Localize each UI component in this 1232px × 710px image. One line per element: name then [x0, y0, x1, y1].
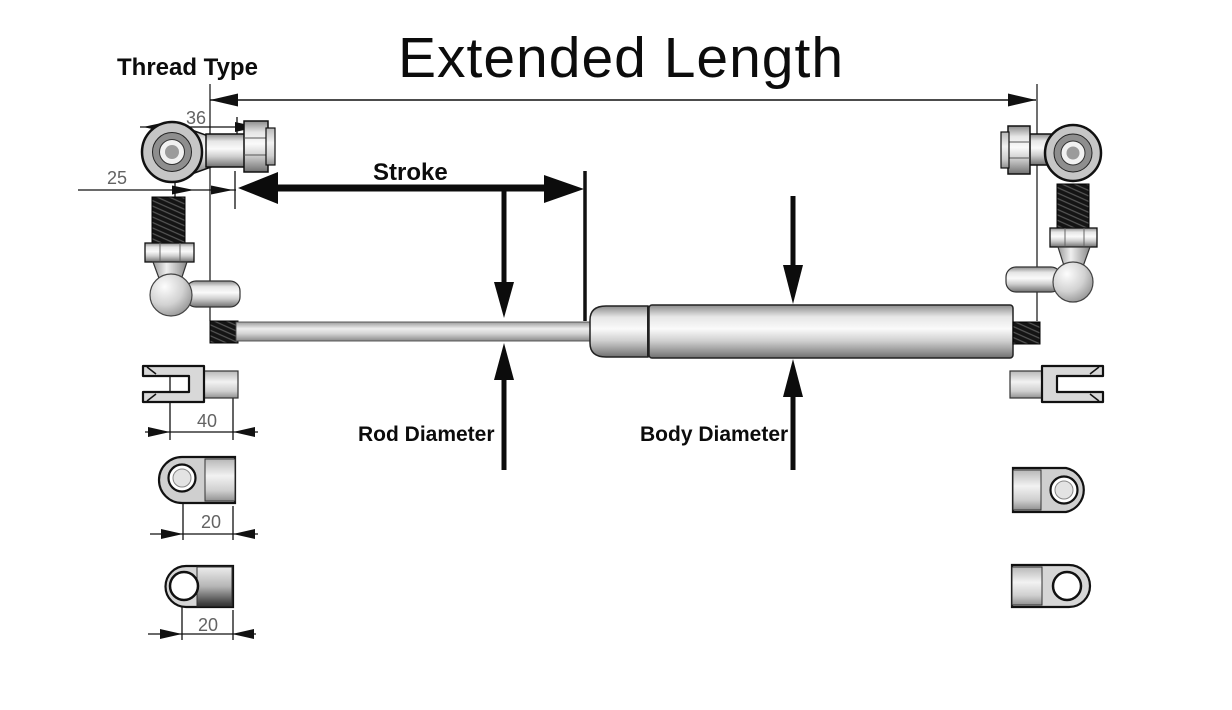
flat-eyelet-left — [157, 455, 237, 505]
dim-36-label: 36 — [186, 108, 207, 128]
stroke-arrow — [238, 172, 584, 204]
rod-diameter-label: Rod Diameter — [358, 423, 495, 446]
rod-end-ball-joint-right — [1000, 123, 1103, 183]
ball-stud-socket-right — [1005, 183, 1098, 303]
dim-25-label: 25 — [107, 168, 128, 188]
dim-40-label: 40 — [197, 411, 218, 431]
flat-eyelet-right — [1011, 466, 1085, 514]
round-eyelet-left — [164, 564, 235, 609]
body-diameter-arrows — [783, 196, 803, 470]
rod-end-ball-joint-left — [140, 120, 276, 184]
rod-thread-end — [209, 320, 239, 344]
clevis-fork-right — [1009, 364, 1105, 404]
dim-40-linework — [145, 370, 258, 440]
gas-spring-assembly — [209, 304, 1041, 359]
rod-diameter-arrows — [494, 190, 514, 470]
dim-20-round-linework — [148, 588, 256, 640]
thread-type-label: Thread Type — [117, 54, 258, 81]
ball-stud-socket-left — [144, 196, 241, 317]
round-eyelet-right — [1010, 563, 1092, 609]
body-diameter-label: Body Diameter — [640, 423, 789, 446]
dim-20-flat-label: 20 — [201, 512, 222, 532]
extended-length-dimension — [209, 84, 1038, 321]
gas-spring-rod — [235, 321, 594, 342]
gas-spring-body — [648, 304, 1014, 359]
stroke-label: Stroke — [373, 159, 448, 186]
clevis-fork-left — [141, 364, 239, 404]
body-end-cap — [589, 305, 649, 358]
body-thread-stub — [1012, 321, 1041, 345]
extended-length-title: Extended Length — [398, 26, 845, 90]
dim-25-linework — [78, 171, 236, 213]
dim-20-round-label: 20 — [198, 615, 219, 635]
